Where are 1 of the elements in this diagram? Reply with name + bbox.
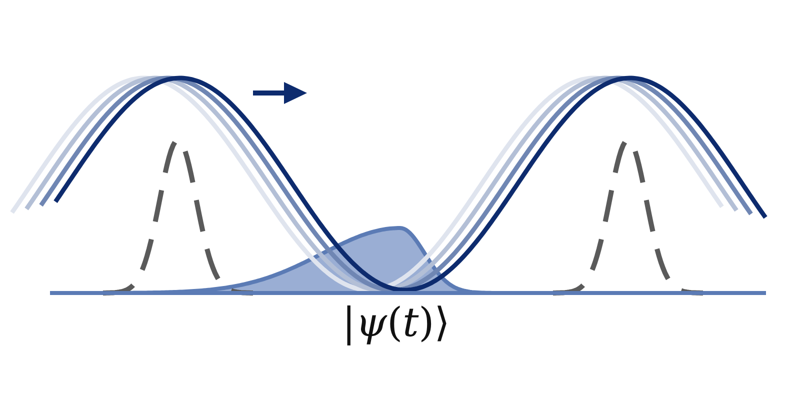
state-label: |ψ(t)⟩ xyxy=(342,299,450,348)
